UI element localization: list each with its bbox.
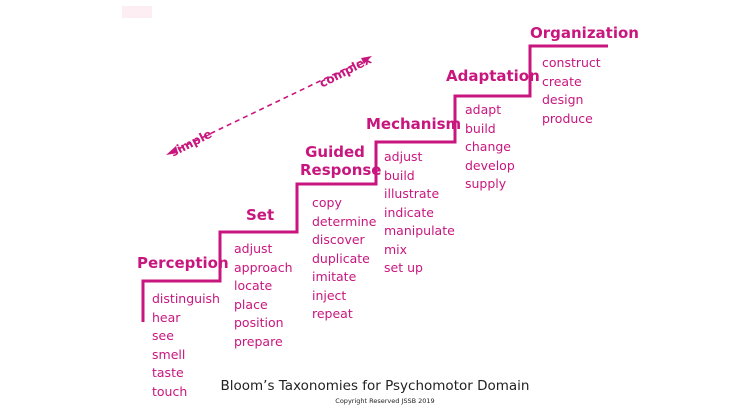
verb-item: taste	[152, 365, 184, 380]
level-title-set: Set	[246, 206, 275, 224]
verb-item: adapt	[465, 102, 502, 117]
verb-item: create	[542, 73, 582, 89]
verb-item: design	[542, 92, 584, 107]
verb-item: position	[234, 315, 284, 330]
verb-item: adjust	[234, 241, 273, 256]
level-title-guided-response: Guided Response	[300, 143, 382, 179]
verb-item: approach	[234, 259, 293, 275]
verb-item: build	[465, 120, 496, 136]
verb-item: indicate	[384, 204, 434, 220]
level-title-adaptation: Adaptation	[446, 67, 540, 85]
copyright-note: Copyright Reserved JSSB 2019	[335, 397, 435, 405]
verb-item: duplicate	[312, 250, 370, 266]
verb-item: set up	[384, 260, 423, 275]
verb-item: smell	[152, 346, 186, 362]
verb-item: prepare	[234, 333, 283, 349]
staircase-line	[141, 44, 608, 322]
verb-item: touch	[152, 383, 188, 399]
verb-item: imitate	[312, 269, 357, 284]
corner-tint	[122, 6, 152, 18]
verb-list-guided-response: copy determine discover duplicate imitat…	[312, 194, 376, 324]
verb-item: inject	[312, 287, 347, 303]
verb-list-set: adjust approach locate place position pr…	[234, 240, 293, 351]
verb-item: locate	[234, 278, 273, 293]
verb-item: change	[465, 139, 512, 154]
simple-complex-arrow	[169, 57, 369, 154]
verb-item: produce	[542, 110, 593, 126]
verb-item: develop	[465, 157, 515, 173]
verb-item: adjust	[384, 149, 423, 164]
verb-item: discover	[312, 232, 365, 247]
verb-item: hear	[152, 309, 181, 325]
diagram-caption: Bloom’s Taxonomies for Psychomotor Domai…	[220, 378, 530, 394]
verb-item: construct	[542, 55, 601, 70]
verb-list-organization: construct create design produce	[542, 54, 601, 128]
verb-item: repeat	[312, 306, 353, 321]
verb-item: see	[152, 328, 174, 343]
verb-item: distinguish	[152, 291, 220, 306]
verb-list-perception: distinguish hear see smell taste touch	[152, 290, 220, 401]
verb-list-mechanism: adjust build illustrate indicate manipul…	[384, 148, 455, 278]
level-title-organization: Organization	[530, 24, 639, 42]
verb-item: determine	[312, 213, 377, 229]
verb-item: place	[234, 296, 268, 312]
verb-item: build	[384, 167, 415, 183]
verb-item: copy	[312, 195, 342, 210]
verb-item: illustrate	[384, 186, 440, 201]
level-title-mechanism: Mechanism	[366, 115, 462, 133]
verb-list-adaptation: adapt build change develop supply	[465, 101, 515, 194]
verb-item: supply	[465, 176, 507, 191]
level-title-perception: Perception	[137, 254, 229, 272]
arrow-head-left	[166, 146, 178, 155]
arrow-head-right	[361, 56, 372, 64]
verb-item: manipulate	[384, 223, 455, 238]
verb-item: mix	[384, 241, 408, 257]
